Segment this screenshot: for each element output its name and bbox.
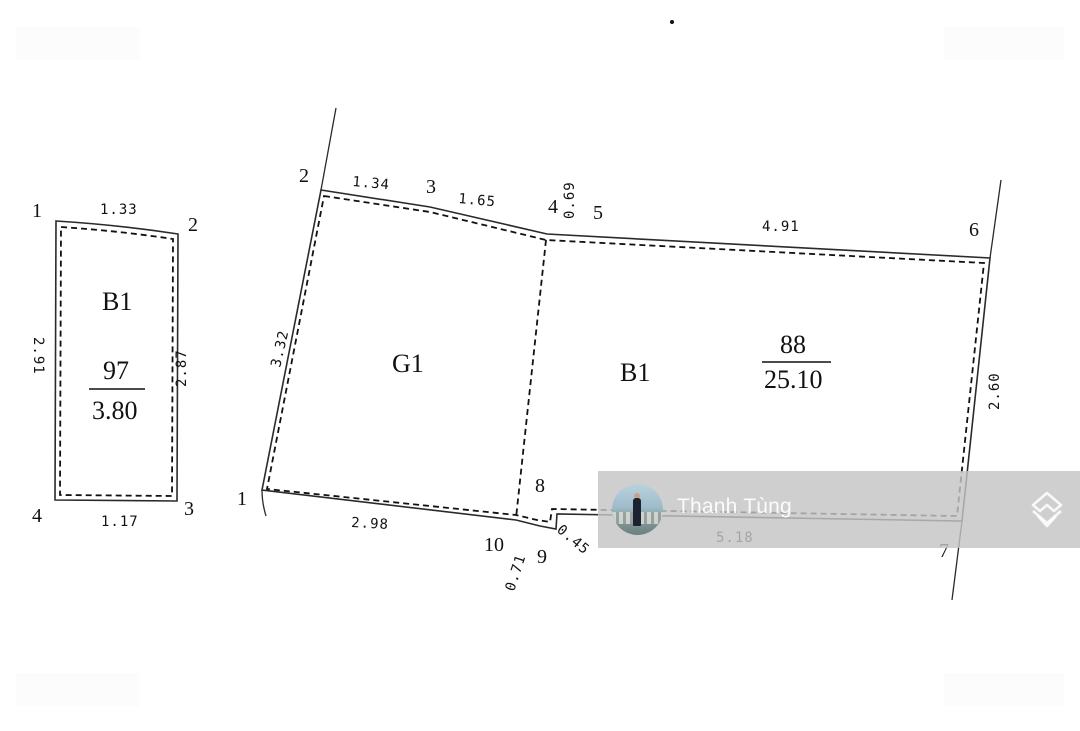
edge-length: 2.91 — [30, 337, 46, 375]
vertex-label: 4 — [548, 196, 558, 218]
small-plot-boundary — [54, 220, 179, 502]
vertex-label: 6 — [969, 219, 979, 241]
edge-length: 3.32 — [268, 329, 292, 369]
small-plot-inner-boundary — [59, 226, 174, 497]
edge-length: 0.45 — [553, 522, 592, 559]
vertex-label: 10 — [484, 534, 504, 556]
vertex-label: 4 — [32, 505, 42, 527]
vertex-label: 3 — [184, 498, 194, 520]
edge-length: 1.34 — [352, 174, 391, 193]
scan-artifact — [944, 673, 1064, 706]
scan-artifact — [16, 673, 140, 706]
edge-length: 2.60 — [987, 372, 1003, 410]
edge-length: 0.69 — [562, 181, 578, 219]
zone-label: B1 — [102, 287, 132, 316]
watermark-name: Thanh Tùng — [677, 495, 792, 518]
zone-label: B1 — [620, 358, 650, 387]
vertex-label: 7 — [939, 540, 949, 562]
edge-length: 1.17 — [101, 514, 139, 530]
parcel-area: 25.10 — [764, 365, 823, 394]
edge-length: 1.33 — [100, 202, 138, 218]
scan-artifact — [944, 27, 1064, 60]
small-plot: 1 2 3 4 1.33 2.87 1.17 2.91 B1 97 3.80 — [30, 200, 198, 530]
vertex-label: 1 — [32, 200, 42, 222]
edge-length: 1.65 — [458, 191, 497, 210]
edge-length: 0.71 — [503, 552, 530, 593]
main-plot-boundary — [261, 189, 991, 530]
vertex-label: 5 — [593, 202, 603, 224]
parcel-number: 88 — [780, 330, 806, 359]
main-plot-inner-boundary — [265, 194, 985, 524]
zone-label: G1 — [392, 349, 424, 378]
vertex-label: 9 — [537, 546, 547, 568]
edge-length: 2.98 — [351, 515, 390, 533]
edge-length: 2.87 — [174, 349, 190, 387]
neighbor-line — [320, 107, 337, 191]
neighbor-line — [989, 179, 1002, 259]
layered-diamond-logo-icon — [1031, 491, 1063, 528]
parcel-number: 97 — [103, 356, 129, 385]
scan-artifact — [16, 27, 140, 60]
ink-dot — [670, 20, 674, 24]
vertex-label: 2 — [188, 214, 198, 236]
zone-divider — [515, 239, 547, 519]
vertex-label: 2 — [299, 165, 309, 187]
vertex-label: 3 — [426, 176, 436, 198]
vertex-label: 8 — [535, 475, 545, 497]
vertex-label: 1 — [237, 488, 247, 510]
edge-length: 4.91 — [762, 219, 800, 235]
avatar — [612, 484, 663, 535]
neighbor-line — [261, 489, 267, 517]
watermark-banner: Thanh Tùng — [598, 471, 1080, 548]
parcel-area: 3.80 — [92, 396, 138, 425]
